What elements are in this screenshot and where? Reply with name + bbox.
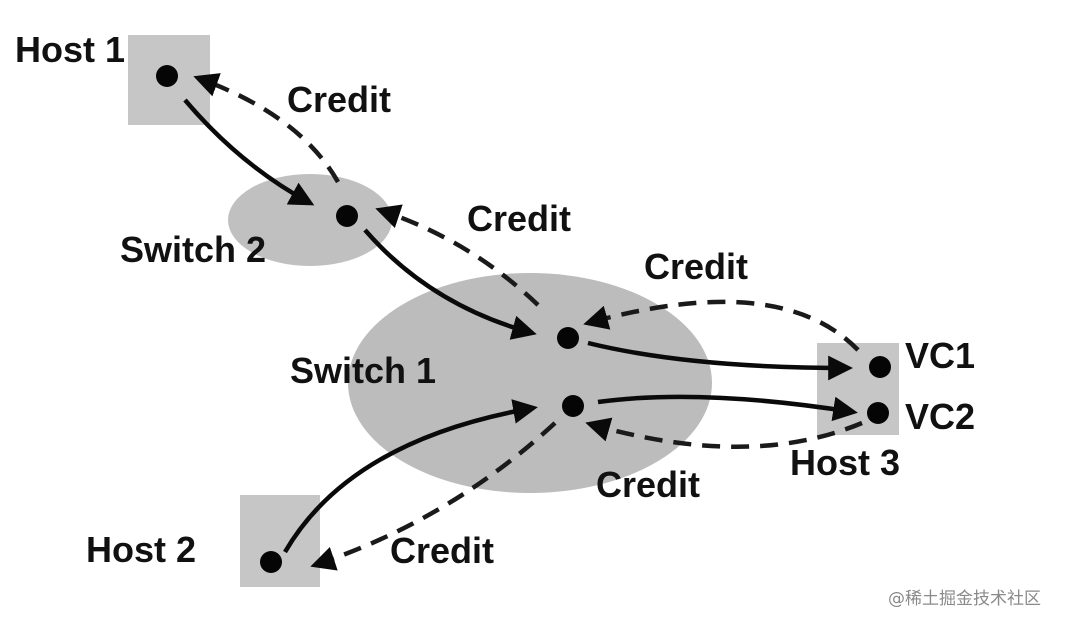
flow-switch1-to-vc2 [597, 394, 858, 422]
flow-host1-to-switch2 [183, 98, 315, 206]
watermark: @稀土掘金技术社区 [888, 589, 1041, 609]
credit-switch2-to-host1 [193, 73, 340, 184]
vc2-label: VC2 [905, 396, 975, 437]
vc1-node [869, 356, 891, 378]
host2-label: Host 2 [86, 529, 196, 570]
credit-vc2-to-switch1 [585, 417, 863, 449]
credit-label-switch1-vc2: Credit [596, 464, 700, 505]
host1-node [156, 65, 178, 87]
switch2-label: Switch 2 [120, 229, 266, 270]
host1-label: Host 1 [15, 29, 125, 70]
credit-switch1-to-host2 [310, 421, 557, 571]
switch2-node [336, 205, 358, 227]
credit-label-host1-switch2: Credit [287, 79, 391, 120]
flow-host2-to-switch1 [283, 399, 538, 554]
flow-switch1-to-vc1 [587, 340, 853, 381]
flow-switch2-to-switch1 [363, 228, 537, 340]
switch2-ellipse [228, 174, 392, 266]
switch1-node-lower [562, 395, 584, 417]
host3-label: Host 3 [790, 442, 900, 483]
credit-label-switch2-switch1: Credit [467, 198, 571, 239]
credit-label-switch1-vc1: Credit [644, 246, 748, 287]
host2-node [260, 551, 282, 573]
vc1-label: VC1 [905, 335, 975, 376]
switch1-label: Switch 1 [290, 350, 436, 391]
switch1-ellipse [348, 273, 712, 493]
credit-switch1-to-switch2 [375, 204, 540, 307]
credit-vc1-to-switch1 [583, 299, 860, 352]
switch1-node-upper [557, 327, 579, 349]
host2-box [240, 495, 320, 587]
host3-box [817, 343, 899, 435]
credit-label-switch1-host2: Credit [390, 530, 494, 571]
vc2-node [867, 402, 889, 424]
